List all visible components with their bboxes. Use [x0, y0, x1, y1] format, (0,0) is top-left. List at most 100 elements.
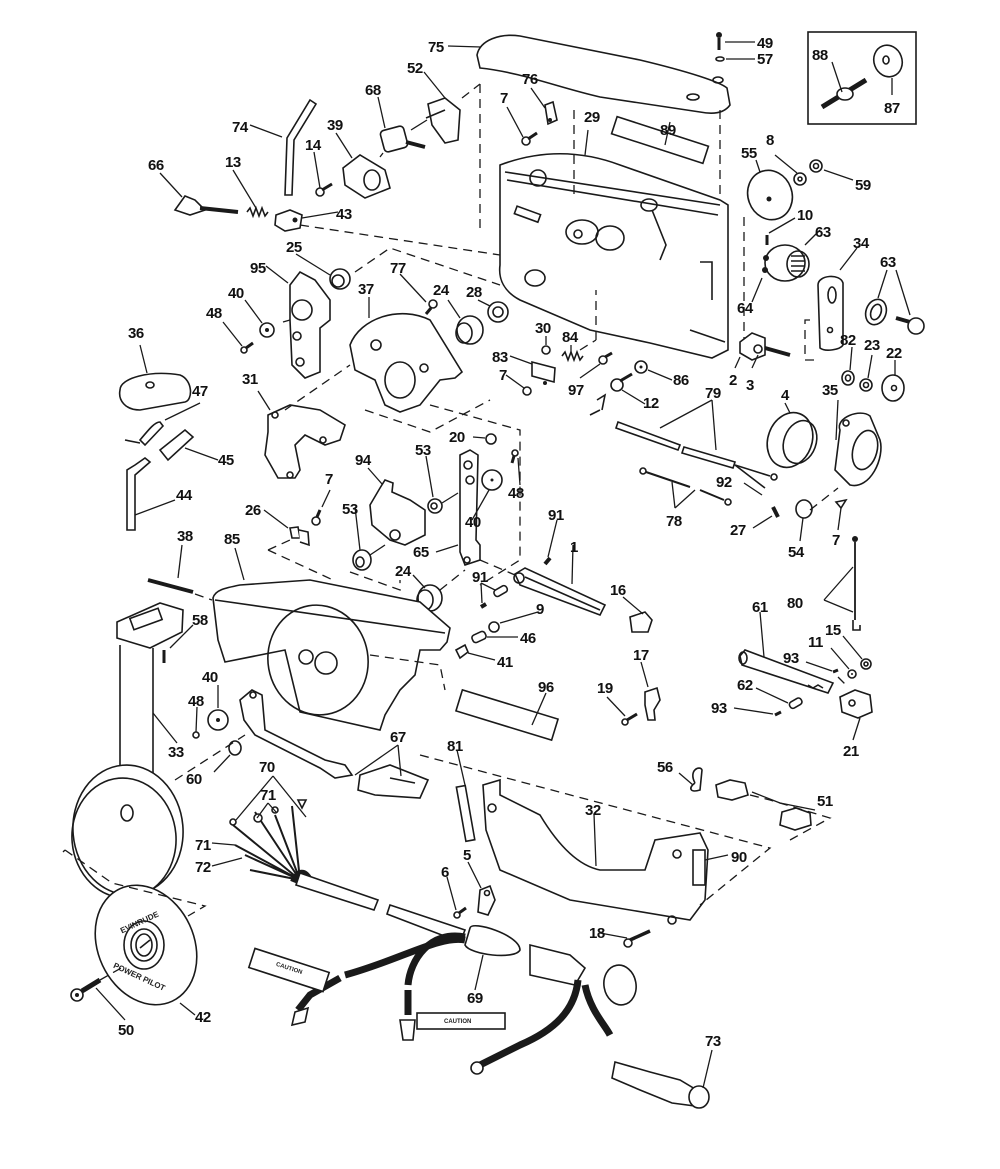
label-55: 55 [741, 145, 757, 162]
caution-text-2: CAUTION [444, 1019, 471, 1025]
label-52: 52 [407, 60, 423, 77]
label-71-b: 71 [195, 837, 211, 854]
part-63-ignition-switch [762, 244, 810, 282]
part-48-screw-a [240, 341, 254, 354]
part-88-stud [820, 77, 868, 110]
part-93-pin-a [832, 668, 839, 674]
part-25-bushing [329, 268, 351, 290]
part-76-clip [544, 100, 558, 126]
label-43: 43 [336, 206, 352, 223]
label-29: 29 [584, 109, 600, 126]
part-35-housing [834, 412, 882, 487]
part-17-clip [644, 686, 661, 721]
label-53-b: 53 [342, 501, 358, 518]
label-7-b: 7 [499, 367, 507, 384]
part-48-screw-c [192, 731, 200, 739]
label-96: 96 [538, 679, 554, 696]
part-81-strip [455, 784, 476, 843]
label-14: 14 [305, 137, 322, 154]
part-47-clip [124, 421, 165, 447]
part-9-ball [488, 621, 500, 633]
label-34: 34 [853, 235, 870, 252]
label-73: 73 [705, 1033, 721, 1050]
label-48-c: 48 [188, 693, 204, 710]
part-91-pin-a [543, 556, 552, 566]
label-60: 60 [186, 771, 202, 788]
label-93-b: 93 [711, 700, 727, 717]
part-95-lever [289, 270, 331, 379]
label-49: 49 [757, 35, 773, 52]
part-74-link [284, 98, 318, 196]
label-51: 51 [817, 793, 833, 810]
part-55-cover-disc [746, 169, 794, 221]
part-21-bracket [839, 689, 873, 719]
label-74: 74 [232, 119, 249, 136]
part-7-screw-d [834, 498, 848, 510]
part-7-screw-b [522, 386, 532, 396]
label-24-a: 24 [433, 282, 450, 299]
label-10: 10 [797, 207, 813, 224]
part-22-knob [881, 374, 905, 402]
part-48-screw-b [510, 449, 519, 464]
part-37-quadrant [349, 312, 464, 413]
label-97: 97 [568, 382, 584, 399]
part-11-washer [847, 669, 857, 679]
part-43-block [274, 209, 303, 232]
label-67: 67 [390, 729, 406, 746]
label-72: 72 [195, 859, 211, 876]
label-92: 92 [716, 474, 732, 491]
label-79: 79 [705, 385, 721, 402]
part-45-sleeve [158, 428, 195, 462]
label-13: 13 [225, 154, 241, 171]
part-7-screw-a [521, 131, 538, 146]
part-84-spring [561, 349, 584, 363]
label-4: 4 [781, 387, 790, 404]
part-31-cam [264, 404, 346, 479]
part-65-lever [459, 449, 481, 567]
part-24-bushing-a [455, 315, 484, 345]
part-15-nut [860, 658, 872, 670]
label-47: 47 [192, 383, 208, 400]
label-66: 66 [148, 157, 164, 174]
part-97-screw [598, 351, 613, 365]
label-7-d: 7 [832, 532, 840, 549]
label-21: 21 [843, 743, 859, 760]
label-71-a: 71 [260, 787, 276, 804]
label-24-b: 24 [395, 563, 412, 580]
part-91-pins-b [479, 584, 509, 609]
label-8: 8 [766, 132, 774, 149]
label-45: 45 [218, 452, 234, 469]
inset-box: 88 87 [807, 31, 917, 125]
part-63-bezel-nut [864, 298, 888, 326]
caution-tag-1: CAUTION [247, 947, 331, 993]
label-46: 46 [520, 630, 536, 647]
label-2: 2 [729, 372, 737, 389]
part-77-screw [424, 299, 438, 315]
label-15: 15 [825, 622, 841, 639]
label-63-b: 63 [880, 254, 896, 271]
label-56: 56 [657, 759, 673, 776]
part-86-washer [634, 360, 648, 374]
part-54-knob [795, 499, 813, 519]
part-1-shaft [513, 567, 607, 617]
label-87: 87 [884, 100, 900, 117]
label-58: 58 [192, 612, 208, 629]
label-76: 76 [522, 71, 538, 88]
label-48-a: 48 [206, 305, 222, 322]
part-44-lever-arm [126, 457, 152, 531]
part-3-switch [739, 332, 791, 361]
label-64: 64 [737, 300, 754, 317]
part-40-washer-a [259, 322, 275, 338]
label-48-b: 48 [508, 485, 524, 502]
part-53-bushing-a [427, 498, 443, 514]
part-27-pin [771, 506, 780, 518]
part-73-boot [611, 1060, 710, 1109]
label-81: 81 [447, 738, 463, 755]
part-56-spring-clip [690, 767, 703, 792]
part-4-gauge [766, 411, 818, 469]
label-19: 19 [597, 680, 613, 697]
part-36-handle-cover [118, 372, 192, 411]
part-34-plate [817, 275, 844, 351]
label-93-a: 93 [783, 650, 799, 667]
